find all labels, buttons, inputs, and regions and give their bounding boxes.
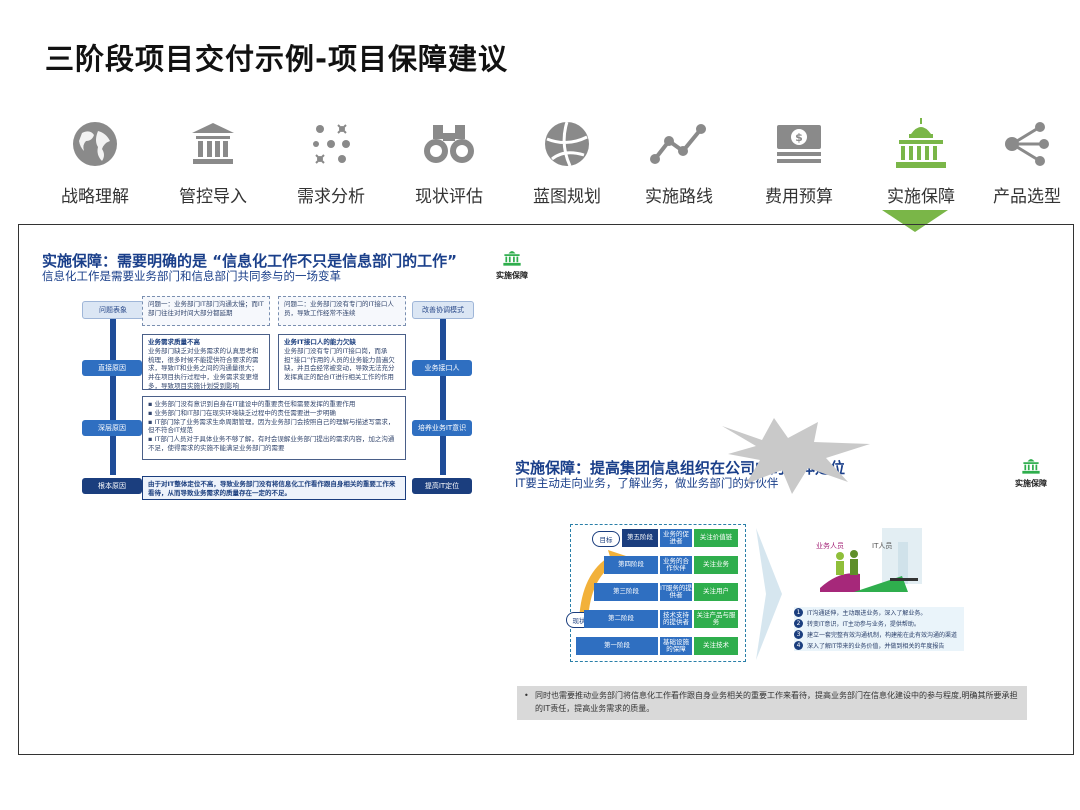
stage-3-focus: 关注用户 bbox=[694, 583, 738, 601]
stage-5-role: 业务的促进者 bbox=[660, 529, 692, 547]
deep-cause-item: ▪ IT部门人员对于具体业务不够了解，有时会误解业务部门提出的需求内容，加之沟通… bbox=[148, 435, 395, 452]
deep-cause-item: ▪ 业务部门和IT部门在现实环境缺乏过程中的责任需要进一步明确 bbox=[148, 408, 336, 417]
stage-1-role: 基础设施的保障 bbox=[660, 637, 692, 655]
nav-label: 实施保障 bbox=[887, 187, 955, 207]
problem-1: 问题一：业务部门IT部门沟通太慢；而IT部门往往对时间大部分都延期 bbox=[142, 296, 270, 326]
nav-item-guarantee[interactable]: 实施保障 bbox=[866, 116, 976, 207]
deep-cause-item: ▪ 业务部门没有意识到自身在IT建设中的重要责任和需要发挥的重要作用 bbox=[148, 400, 356, 408]
starburst-shape bbox=[722, 418, 870, 494]
nav-item-demand[interactable]: 需求分析 bbox=[276, 116, 386, 207]
money-icon: $ bbox=[744, 116, 854, 172]
capitol-building-icon bbox=[1022, 459, 1040, 474]
active-phase-arrow bbox=[882, 210, 948, 232]
nav-item-strategy[interactable]: 战略理解 bbox=[40, 116, 150, 207]
stage-5-label: 第五阶段 bbox=[622, 529, 658, 547]
left-step-2: 直接原因 bbox=[82, 360, 142, 376]
deep-cause-item: ▪ IT部门除了业务需求生命周期管理，因为业务部门会按照自己的理解与描述写需求，… bbox=[148, 417, 395, 435]
nav-item-budget[interactable]: $ 费用预算 bbox=[744, 116, 854, 207]
cause-box-1: 业务需求质量不高 业务部门缺乏对业务需求的认真思考和梳理，很多时候不能提供符合要… bbox=[142, 334, 270, 390]
stage-frame bbox=[570, 524, 746, 662]
slide1-subtitle: 信息化工作是需要业务部门和信息部门共同参与的一场变革 bbox=[42, 269, 341, 283]
cause-box-2-text: 业务部门没有专门的IT接口岗，而承担“接口”作用的人员的业务能力普遍欠缺，并且会… bbox=[284, 346, 395, 382]
nav-label: 管控导入 bbox=[179, 187, 247, 207]
logo-text: 实施保障 bbox=[1015, 479, 1047, 488]
left-step-3: 深层原因 bbox=[82, 420, 142, 436]
nav-label: 实施路线 bbox=[645, 187, 713, 207]
nav-label: 产品选型 bbox=[993, 187, 1061, 207]
root-cause: 由于对IT整体定位不高，导致业务部门没有将信息化工作看作跟自身相关的重要工作来看… bbox=[142, 476, 406, 500]
stage-2-role: 技术支持的提供者 bbox=[660, 610, 692, 628]
right-step-2: 业务接口人 bbox=[412, 360, 472, 376]
nav-label: 需求分析 bbox=[297, 187, 365, 207]
nav-item-blueprint[interactable]: 蓝图规划 bbox=[512, 116, 622, 207]
nav-label: 战略理解 bbox=[61, 187, 129, 207]
stage-3-label: 第三阶段 bbox=[594, 583, 658, 601]
capitol-building-icon bbox=[503, 251, 521, 266]
people-label-it: IT人员 bbox=[872, 542, 892, 550]
globe-icon bbox=[40, 116, 150, 172]
nav-item-assessment[interactable]: 现状评估 bbox=[394, 116, 504, 207]
stage-3-role: IT服务的提供者 bbox=[660, 583, 692, 601]
stage-1-focus: 关注技术 bbox=[694, 637, 738, 655]
svg-text:$: $ bbox=[795, 131, 803, 144]
stage-2-label: 第二阶段 bbox=[584, 610, 658, 628]
capitol-building-icon bbox=[866, 116, 976, 172]
nav-label: 蓝图规划 bbox=[533, 187, 601, 207]
bank-icon bbox=[158, 116, 268, 172]
goal-oval: 目标 bbox=[592, 531, 620, 547]
problem-2: 问题二：业务部门没有专门的IT接口人员，导致工作经常不连续 bbox=[278, 296, 406, 326]
nav-item-roadmap[interactable]: 实施路线 bbox=[624, 116, 734, 207]
slide2-subtitle: IT要主动走向业务，了解业务，做业务部门的好伙伴 bbox=[515, 476, 779, 490]
nav-label: 费用预算 bbox=[765, 187, 833, 207]
share-icon bbox=[972, 116, 1080, 172]
basketball-icon bbox=[512, 116, 622, 172]
cause-box-1-text: 业务部门缺乏对业务需求的认真思考和梳理，很多时候不能提供符合要求的需求，导致IT… bbox=[148, 346, 259, 390]
stage-4-role: 业务的合作伙伴 bbox=[660, 556, 692, 574]
network-dots-icon bbox=[276, 116, 386, 172]
logo-text: 实施保障 bbox=[496, 271, 528, 280]
cause-box-2-title: 业务IT接口人的能力欠缺 bbox=[284, 338, 356, 346]
left-step-4: 根本原因 bbox=[82, 478, 142, 494]
right-step-4: 提高IT定位 bbox=[412, 478, 472, 494]
page-title: 三阶段项目交付示例-项目保障建议 bbox=[45, 42, 509, 76]
right-flow-bar bbox=[440, 315, 446, 475]
stage-4-label: 第四阶段 bbox=[604, 556, 658, 574]
left-step-1: 问题表象 bbox=[82, 301, 144, 319]
nav-item-control[interactable]: 管控导入 bbox=[158, 116, 268, 207]
stage-5-focus: 关注价值链 bbox=[694, 529, 738, 547]
right-step-3: 培养业务IT意识 bbox=[412, 420, 472, 436]
business-it-people-illustration: 业务人员 IT人员 bbox=[816, 528, 922, 592]
chevron-right-icon bbox=[756, 528, 782, 660]
deep-cause-list: ▪ 业务部门没有意识到自身在IT建设中的重要责任和需要发挥的重要作用 ▪ 业务部… bbox=[142, 396, 406, 460]
cause-box-1-title: 业务需求质量不高 bbox=[148, 338, 200, 346]
right-step-1: 改善协调模式 bbox=[412, 301, 474, 319]
slide1-title: 实施保障：需要明确的是 “信息化工作不只是信息部门的工作” bbox=[42, 252, 457, 270]
slide1-logo: 实施保障 bbox=[492, 248, 532, 281]
slide2-logo: 实施保障 bbox=[1006, 456, 1056, 489]
phase-nav: 战略理解 管控导入 需求分析 现状评估 蓝图规划 实施路线 $ 费用预算 bbox=[40, 116, 1070, 226]
nav-label: 现状评估 bbox=[415, 187, 483, 207]
line-chart-icon bbox=[624, 116, 734, 172]
left-flow-bar bbox=[110, 315, 116, 475]
bottom-note: 同时也需要推动业务部门将信息化工作看作跟自身业务相关的重要工作来看待，提高业务部… bbox=[517, 686, 1027, 720]
stage-4-focus: 关注业务 bbox=[694, 556, 738, 574]
stage-2-focus: 关注产品与服务 bbox=[694, 610, 738, 628]
people-label-business: 业务人员 bbox=[816, 541, 844, 550]
cause-box-2: 业务IT接口人的能力欠缺 业务部门没有专门的IT接口岗，而承担“接口”作用的人员… bbox=[278, 334, 406, 390]
stage-1-label: 第一阶段 bbox=[576, 637, 658, 655]
binoculars-icon bbox=[394, 116, 504, 172]
nav-item-product[interactable]: 产品选型 bbox=[972, 116, 1080, 207]
content-frame bbox=[18, 224, 1074, 755]
